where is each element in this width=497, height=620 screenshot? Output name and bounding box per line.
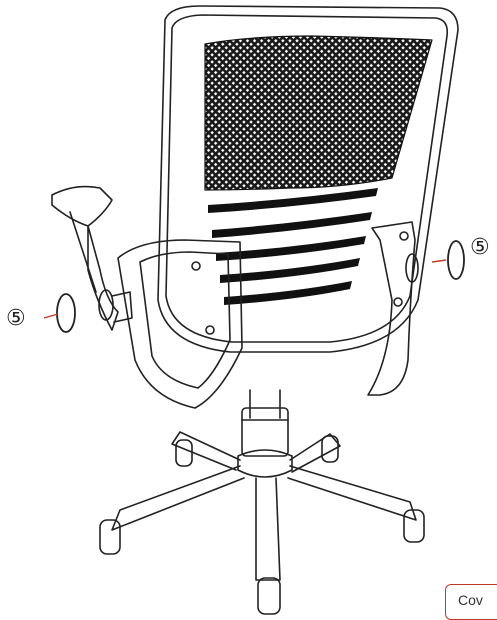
gas-lift: [249, 389, 281, 419]
base-leg-front: [255, 477, 281, 581]
part-5-callout-left: ⑤: [6, 305, 26, 330]
right-armrest-pivot: [405, 253, 419, 283]
part-5-callout-right: ⑤: [470, 234, 490, 259]
base-leg-back-right: [289, 433, 341, 473]
left-armrest-arm: [87, 225, 119, 331]
right-end-cap: [447, 240, 465, 280]
cover-tag: Cov: [445, 584, 497, 620]
left-armrest-pivot: [98, 289, 114, 321]
left-armrest-pad: [51, 185, 113, 227]
right-armrest-bracket: [367, 221, 416, 396]
seat-frame: [117, 239, 243, 409]
right-leader-line: [431, 259, 447, 263]
base-leg-front-left: [111, 465, 245, 531]
casters: [99, 435, 425, 615]
backrest-inner-frame: [165, 14, 449, 343]
cover-tag-label: Cov: [458, 592, 483, 608]
lumbar-slots: [208, 188, 378, 305]
mesh-panel: [204, 35, 433, 191]
left-end-cap: [56, 293, 76, 333]
base-leg-front-right: [287, 465, 417, 521]
base-leg-back-left: [171, 431, 241, 471]
left-leader-line: [43, 313, 59, 319]
base-hub: [237, 449, 293, 478]
